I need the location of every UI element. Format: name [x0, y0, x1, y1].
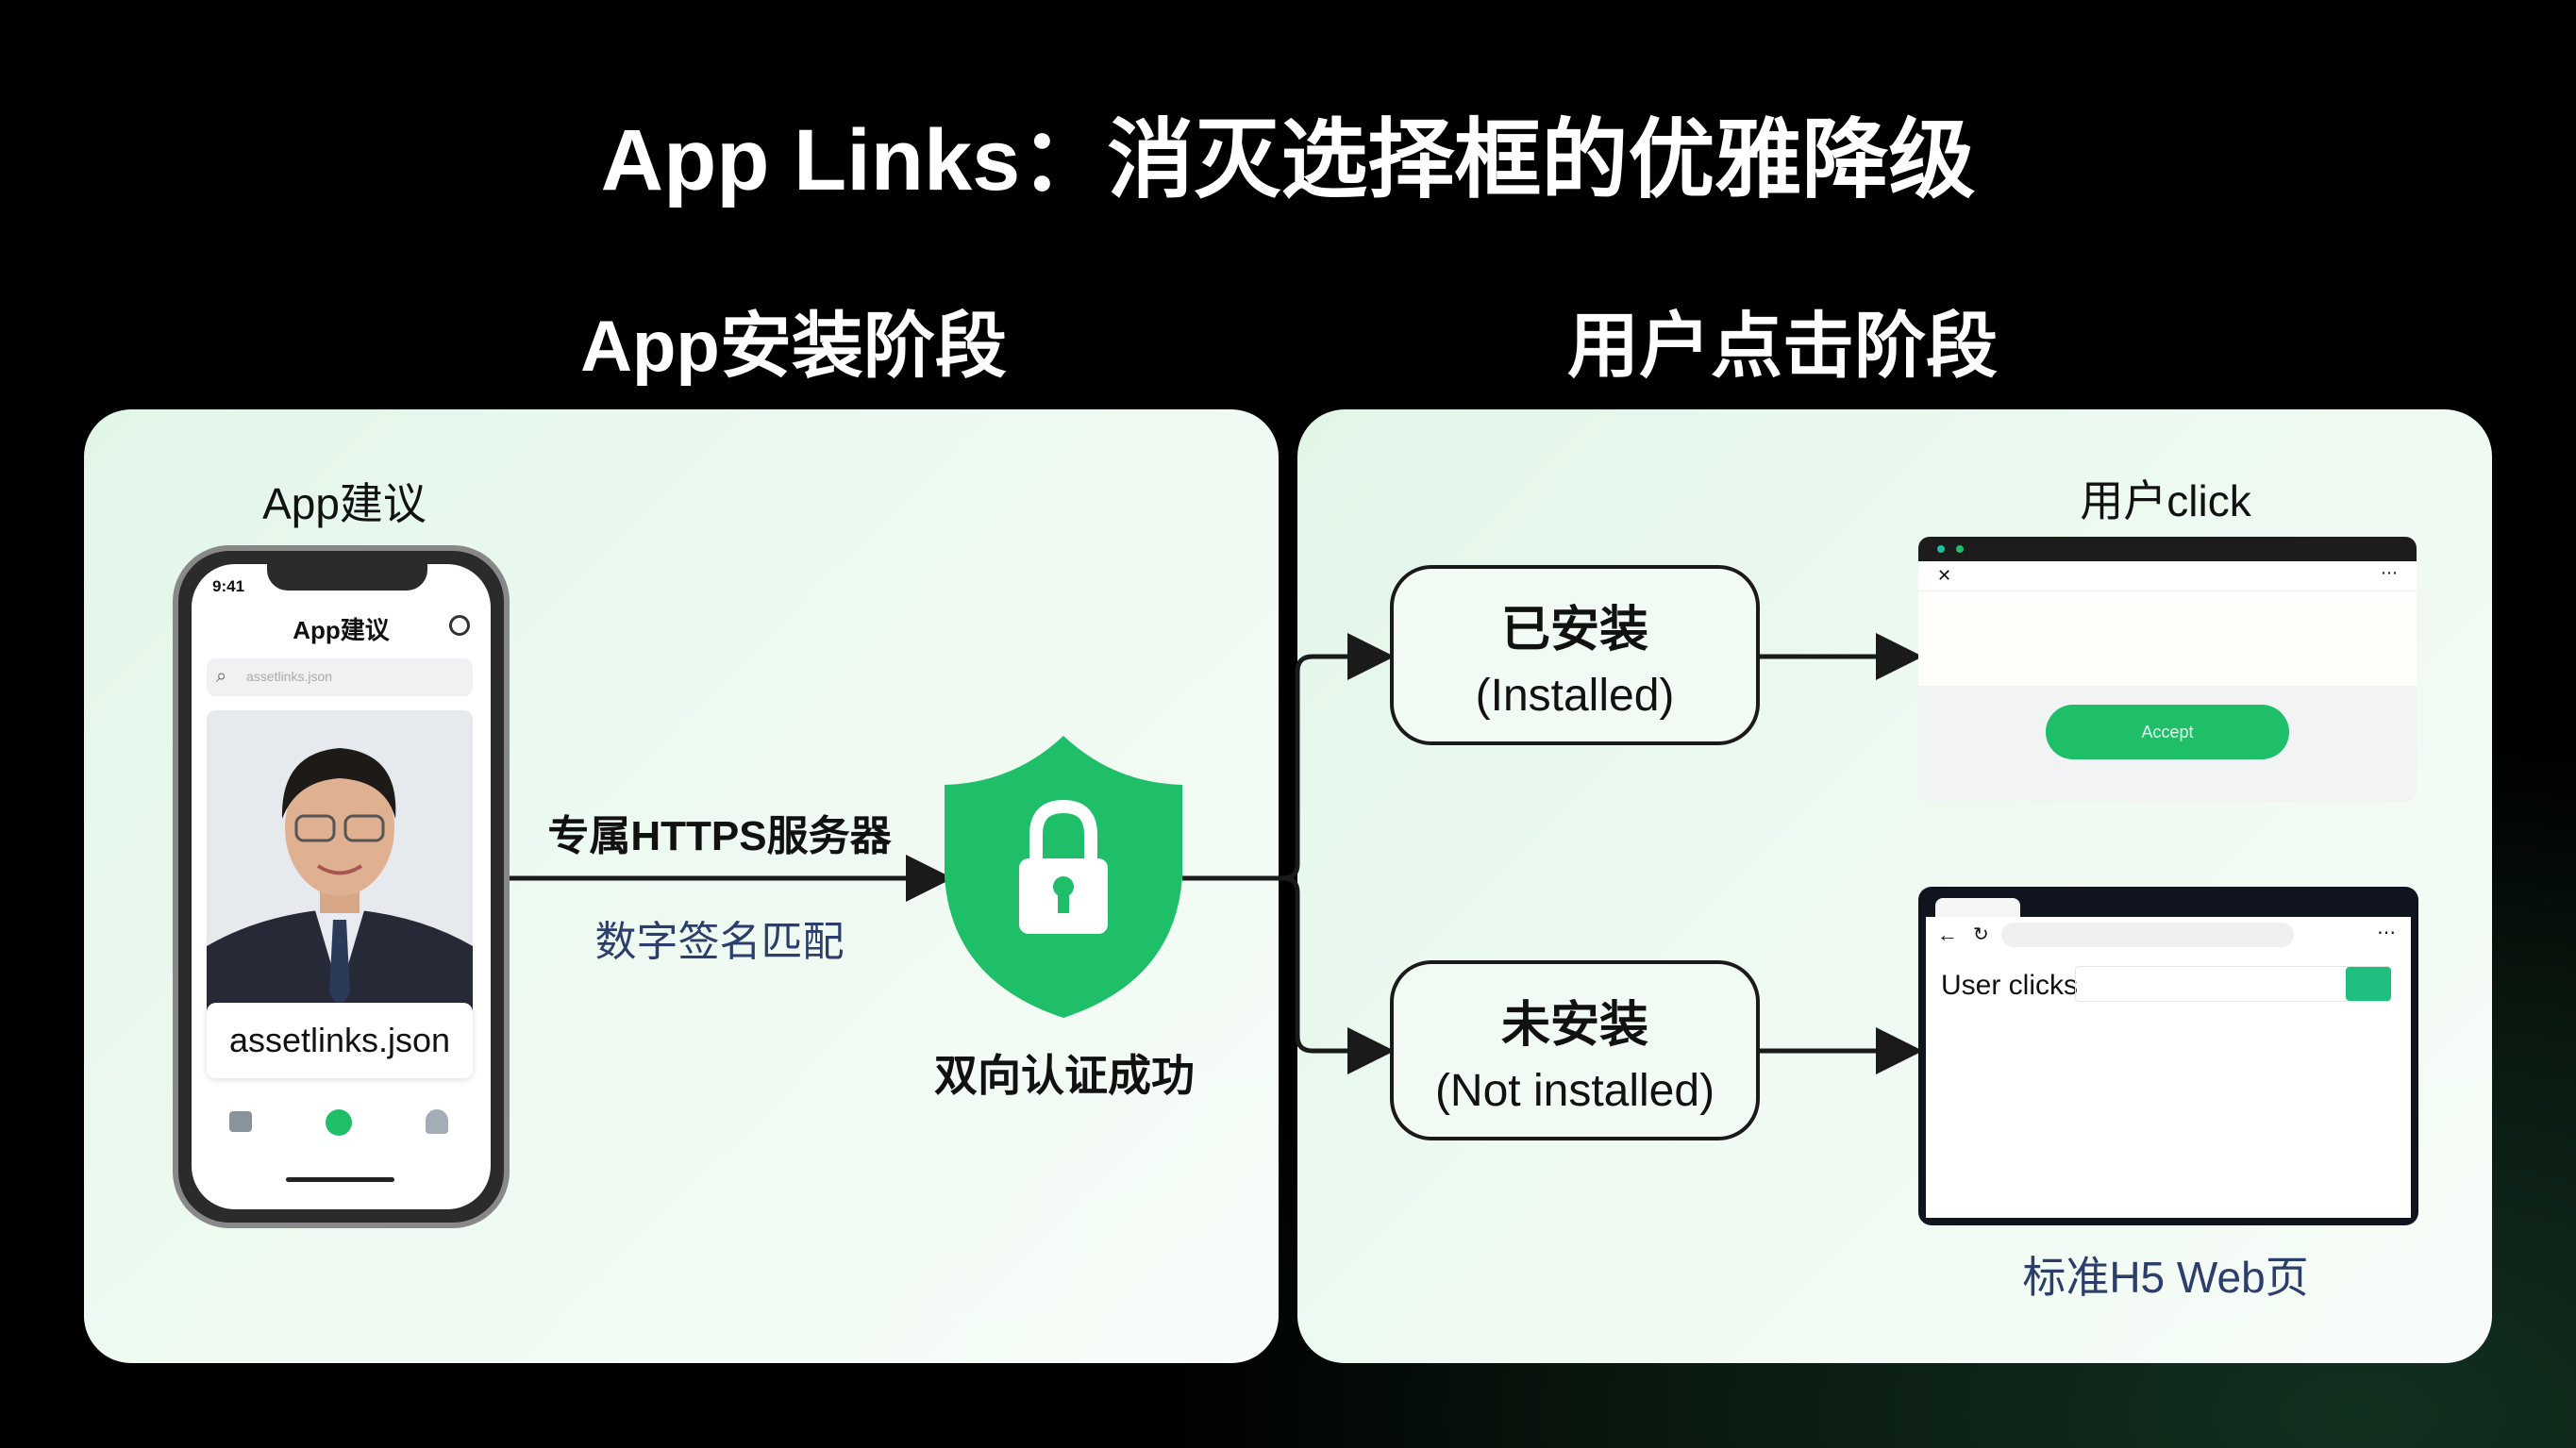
home-tab-icon[interactable] [229, 1111, 252, 1132]
browser-tab[interactable] [1935, 898, 2020, 917]
accept-button[interactable]: Accept [2046, 705, 2289, 759]
search-input[interactable]: ⌕ assetlinks.json [207, 658, 473, 696]
web-browser-window: ← ↻ ⋯ User clicks [1918, 887, 2418, 1225]
arrow-to-installed [1182, 633, 1395, 881]
status-time: 9:41 [212, 577, 245, 595]
app-window: ✕ ⋯ Accept [1918, 537, 2417, 802]
installed-en: (Installed) [1475, 670, 1675, 721]
click-stage-heading: 用户点击阶段 [1567, 307, 1998, 387]
search-icon: ⌕ [216, 666, 227, 687]
installed-zh: 已安装 [1500, 602, 1648, 657]
web-search-input[interactable] [2075, 966, 2391, 1002]
reload-icon[interactable]: ↻ [1973, 924, 1989, 945]
assetlinks-card: assetlinks.json [207, 1003, 473, 1078]
menu-icon[interactable]: ⋯ [2377, 923, 2396, 943]
verification-success-label: 双向认证成功 [934, 1051, 1195, 1100]
https-server-label: 专属HTTPS服务器 [547, 813, 892, 859]
app-suggestion-label: App建议 [262, 479, 427, 528]
more-icon[interactable]: ⋯ [2381, 563, 2398, 582]
shield-lock-icon [945, 736, 1182, 1018]
address-bar[interactable] [2001, 923, 2294, 947]
not-installed-box: 未安装 (Not installed) [1390, 960, 1760, 1140]
page-title: App Links：消灭选择框的优雅降级 [600, 112, 1976, 208]
installed-box: 已安装 (Installed) [1390, 565, 1760, 745]
web-heading: User clicks [1941, 970, 2079, 1001]
not-installed-zh: 未安装 [1500, 997, 1648, 1053]
profile-tab-icon[interactable] [426, 1109, 448, 1134]
user-click-label: 用户click [2080, 476, 2251, 525]
profile-photo [207, 710, 473, 1040]
close-icon[interactable]: ✕ [1937, 566, 1952, 585]
menu-icon[interactable] [449, 615, 470, 636]
not-installed-en: (Not installed) [1434, 1065, 1715, 1116]
back-icon[interactable]: ← [1937, 923, 1958, 946]
search-button[interactable] [2346, 967, 2391, 1001]
search-placeholder: assetlinks.json [246, 669, 333, 684]
install-stage-heading: App安装阶段 [580, 307, 1007, 387]
h5-web-label: 标准H5 Web页 [2022, 1253, 2309, 1302]
active-tab-icon[interactable] [326, 1109, 352, 1136]
phone-mockup: 9:41 App建议 ⌕ assetlinks.json assetlinks.… [173, 545, 510, 1228]
phone-notch [267, 564, 427, 591]
arrow-to-not-installed [1282, 875, 1395, 1074]
app-title: App建议 [293, 616, 390, 644]
home-indicator [286, 1177, 394, 1182]
signature-match-label: 数字签名匹配 [594, 919, 845, 965]
